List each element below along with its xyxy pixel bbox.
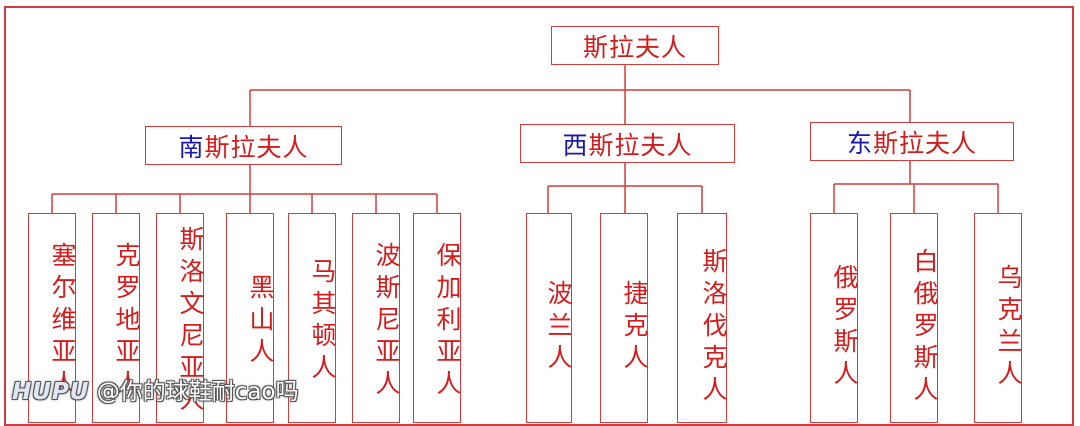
member-label: 波兰人 (544, 280, 573, 376)
group-node-east: 东斯拉夫人 (810, 122, 1014, 161)
group-node-south: 南斯拉夫人 (145, 126, 342, 165)
group-label: 斯拉夫人 (588, 130, 693, 160)
group-label: 斯拉夫人 (873, 128, 978, 158)
member-label: 捷克人 (620, 280, 649, 376)
member-label: 斯洛文尼亚人 (176, 226, 205, 418)
member-label: 克罗地亚人 (112, 242, 141, 402)
member-node: 波斯尼亚人 (352, 213, 401, 423)
member-node: 斯洛文尼亚人 (156, 213, 205, 423)
root-label: 斯拉夫人 (582, 32, 687, 62)
member-node: 马其顿人 (288, 213, 337, 423)
member-label: 马其顿人 (308, 258, 337, 386)
group-label: 斯拉夫人 (204, 132, 309, 162)
member-label: 白俄罗斯人 (910, 248, 939, 408)
member-label: 俄罗斯人 (830, 264, 859, 392)
member-label: 黑山人 (246, 274, 275, 370)
member-node: 俄罗斯人 (810, 213, 859, 423)
watermark: HUPU @你的球鞋耐cao吗 (12, 372, 299, 406)
member-label: 保加利亚人 (433, 242, 462, 402)
watermark-handle: @你的球鞋耐cao吗 (96, 379, 299, 405)
member-label: 斯洛伐克人 (699, 248, 728, 408)
member-node: 斯洛伐克人 (677, 213, 728, 423)
connector-lines (51, 64, 999, 213)
member-node: 克罗地亚人 (92, 213, 141, 423)
member-node: 塞尔维亚人 (28, 213, 77, 423)
member-label: 乌克兰人 (994, 264, 1023, 392)
member-node: 保加利亚人 (413, 213, 462, 423)
group-prefix: 南 (178, 132, 205, 162)
group-prefix: 东 (846, 128, 873, 158)
group-prefix: 西 (562, 130, 589, 160)
member-node: 捷克人 (600, 213, 649, 423)
member-node: 乌克兰人 (974, 213, 1023, 423)
watermark-logo: HUPU (12, 379, 90, 405)
group-node-west: 西斯拉夫人 (520, 124, 735, 163)
root-node: 斯拉夫人 (551, 26, 719, 65)
member-node: 波兰人 (526, 213, 573, 423)
member-node: 黑山人 (226, 213, 275, 423)
member-label: 塞尔维亚人 (48, 242, 77, 402)
member-label: 波斯尼亚人 (372, 242, 401, 402)
member-node: 白俄罗斯人 (890, 213, 939, 423)
